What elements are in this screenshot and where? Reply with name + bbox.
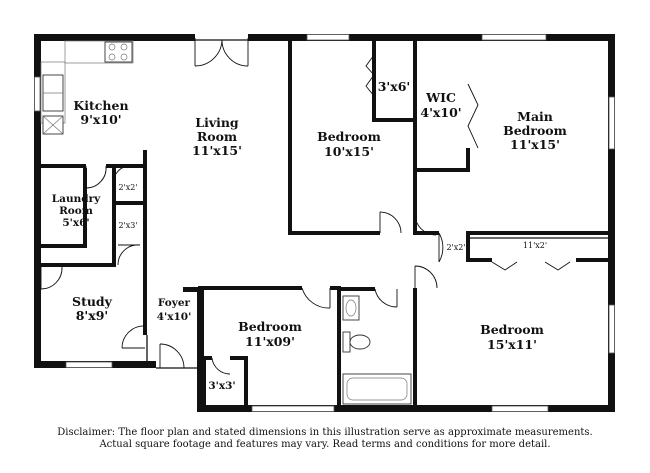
bathroom-door[interactable] (374, 288, 398, 308)
wic-dim: 4'x10' (420, 105, 461, 120)
closet-2x2-door[interactable] (115, 165, 133, 175)
laundry-name-1: Laundry (52, 193, 101, 205)
bathtub (342, 373, 412, 405)
study-dim: 8'x9' (76, 308, 109, 323)
study-door[interactable] (40, 266, 63, 290)
living-room-dim: 11'x15' (192, 143, 242, 158)
kitchen-fixtures (40, 40, 134, 135)
toilet-tank (342, 331, 351, 353)
closet-2x3-dim: 2'x3' (118, 221, 137, 230)
study-foyer-door[interactable] (121, 325, 146, 349)
kitchen-name: Kitchen (73, 98, 128, 113)
interior-walls (41, 41, 608, 405)
disclaimer-line-1: Disclaimer: The floor plan and stated di… (57, 427, 593, 438)
study-name: Study (72, 294, 113, 309)
bedroom-center-name: Bedroom (238, 319, 302, 334)
bedroom-right-door[interactable] (414, 265, 438, 289)
main-bedroom-dim: 11'x15' (510, 137, 560, 152)
closet-2x2-dim: 2'x2' (118, 183, 137, 192)
bathroom-fixtures (342, 295, 412, 405)
bedroom-right-name: Bedroom (480, 322, 544, 337)
windows (34, 34, 615, 412)
bedroom-top-dim: 10'x15' (324, 144, 374, 159)
closet-3x3-door[interactable] (211, 357, 231, 375)
kitchen-dim: 9'x10' (80, 112, 121, 127)
main-closet-bifold-right[interactable] (544, 261, 571, 271)
bedroom-right-dim: 15'x11' (487, 337, 537, 352)
disclaimer-line-2: Actual square footage and features may v… (99, 439, 551, 450)
vanity-sink (342, 295, 360, 321)
hall-closet-door[interactable] (438, 232, 444, 263)
room-labels: Kitchen 9'x10' Living Room 11'x15' Bedro… (52, 79, 567, 392)
laundry-name-2: Room (59, 205, 93, 217)
living-room-name-1: Living (195, 115, 239, 130)
front-door[interactable] (156, 343, 197, 369)
living-room-name-2: Room (197, 129, 237, 144)
bedroom-center-door[interactable] (301, 287, 331, 309)
foyer-dim: 4'x10' (157, 311, 192, 323)
closet-bifold-door[interactable] (365, 54, 375, 97)
bedroom-top-door[interactable] (379, 211, 402, 234)
interior-lines (146, 237, 608, 368)
wic-name: WIC (425, 90, 456, 105)
hall-closet-dim: 2'x2' (446, 243, 465, 252)
closet-2x3-door[interactable] (117, 244, 141, 266)
main-bedroom-door[interactable] (414, 213, 437, 236)
main-closet-dim: 11'x2' (523, 241, 547, 250)
doors (40, 38, 571, 375)
closet-3x6-dim: 3'x6' (378, 79, 411, 94)
disclaimer: Disclaimer: The floor plan and stated di… (0, 427, 650, 451)
foyer-name: Foyer (158, 297, 191, 309)
bedroom-center-dim: 11'x09' (245, 334, 295, 349)
laundry-door[interactable] (85, 165, 107, 189)
closet-3x3-dim: 3'x3' (208, 380, 235, 392)
laundry-dim: 5'x6' (62, 217, 89, 229)
main-bedroom-name-2: Bedroom (503, 123, 567, 138)
bedroom-top-name: Bedroom (317, 129, 381, 144)
stove (104, 41, 133, 63)
toilet-bowl (349, 334, 371, 350)
main-closet-bifold-left[interactable] (491, 261, 518, 271)
front-double-door[interactable] (194, 38, 249, 67)
wic-bifold-door[interactable] (467, 83, 479, 149)
main-bedroom-name-1: Main (517, 109, 553, 124)
